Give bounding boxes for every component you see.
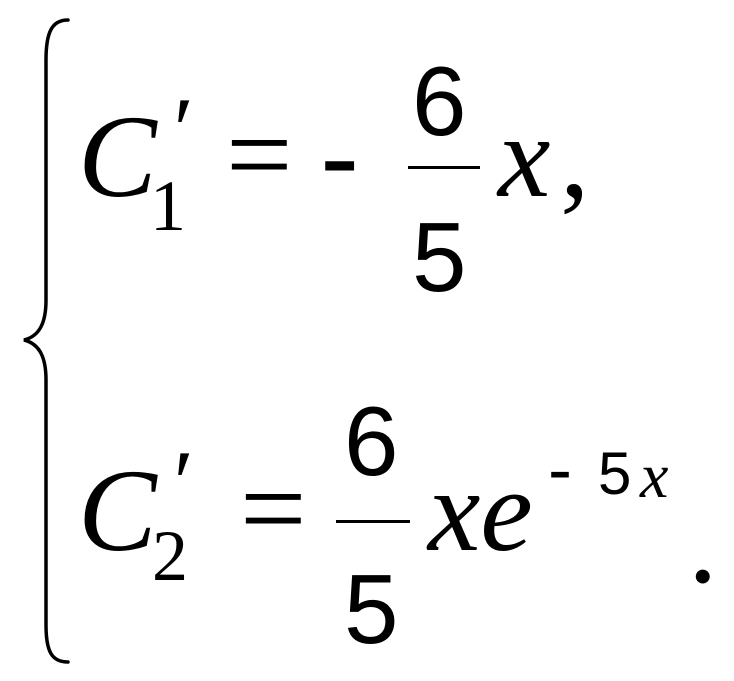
row2-denominator: 5	[344, 554, 399, 664]
row1-numerator: 6	[412, 46, 467, 156]
row1-equals: =	[226, 89, 293, 220]
row2-variable: C	[78, 445, 157, 576]
row2-exp-coeff: 5	[598, 440, 632, 507]
row1-subscript: 1	[150, 166, 186, 246]
row2-fraction-bar	[336, 520, 410, 523]
row1-punctuation: ,	[560, 91, 590, 222]
row1-variable: C	[78, 91, 157, 222]
row1-fraction-bar	[408, 166, 480, 169]
row2-exp-var: x	[640, 440, 669, 511]
row1-prime: ′	[168, 79, 189, 181]
row2-equals: =	[240, 443, 307, 574]
row1-factor: x	[498, 91, 551, 222]
row2-factor: xe	[428, 445, 533, 576]
row2-numerator: 6	[344, 386, 399, 496]
row2-prime: ′	[168, 432, 189, 534]
row2-exp-sign: -	[548, 430, 572, 510]
row2-subscript: 2	[152, 516, 188, 596]
row1-denominator: 5	[412, 202, 467, 312]
row2-punctuation: .	[688, 477, 718, 608]
row1-sign: -	[320, 91, 360, 223]
